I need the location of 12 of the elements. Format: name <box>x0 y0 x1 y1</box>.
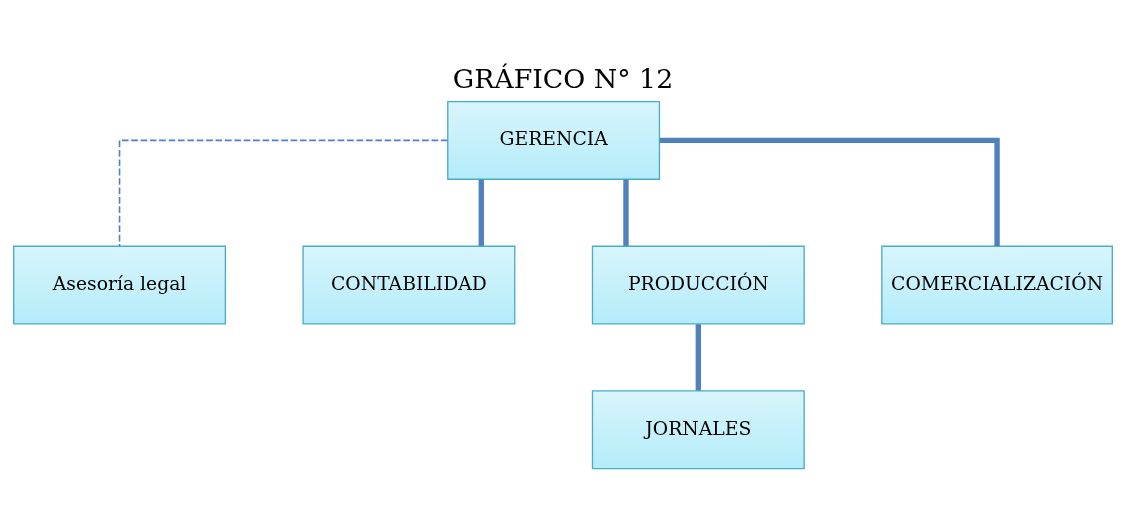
connector <box>659 137 1000 246</box>
node-box: JORNALES <box>591 390 805 470</box>
node-box: CONTABILIDAD <box>302 245 516 325</box>
diagram-title: GRÁFICO N° 12 <box>452 63 674 95</box>
connector <box>695 324 701 391</box>
node-box: Asesoría legal <box>13 245 227 325</box>
node-box: COMERCIALIZACIÓN <box>881 245 1113 325</box>
connector <box>623 179 629 246</box>
connector <box>478 179 484 246</box>
connector <box>118 139 449 247</box>
node-box: PRODUCCIÓN <box>591 245 805 325</box>
node-box: GERENCIA <box>447 100 661 180</box>
